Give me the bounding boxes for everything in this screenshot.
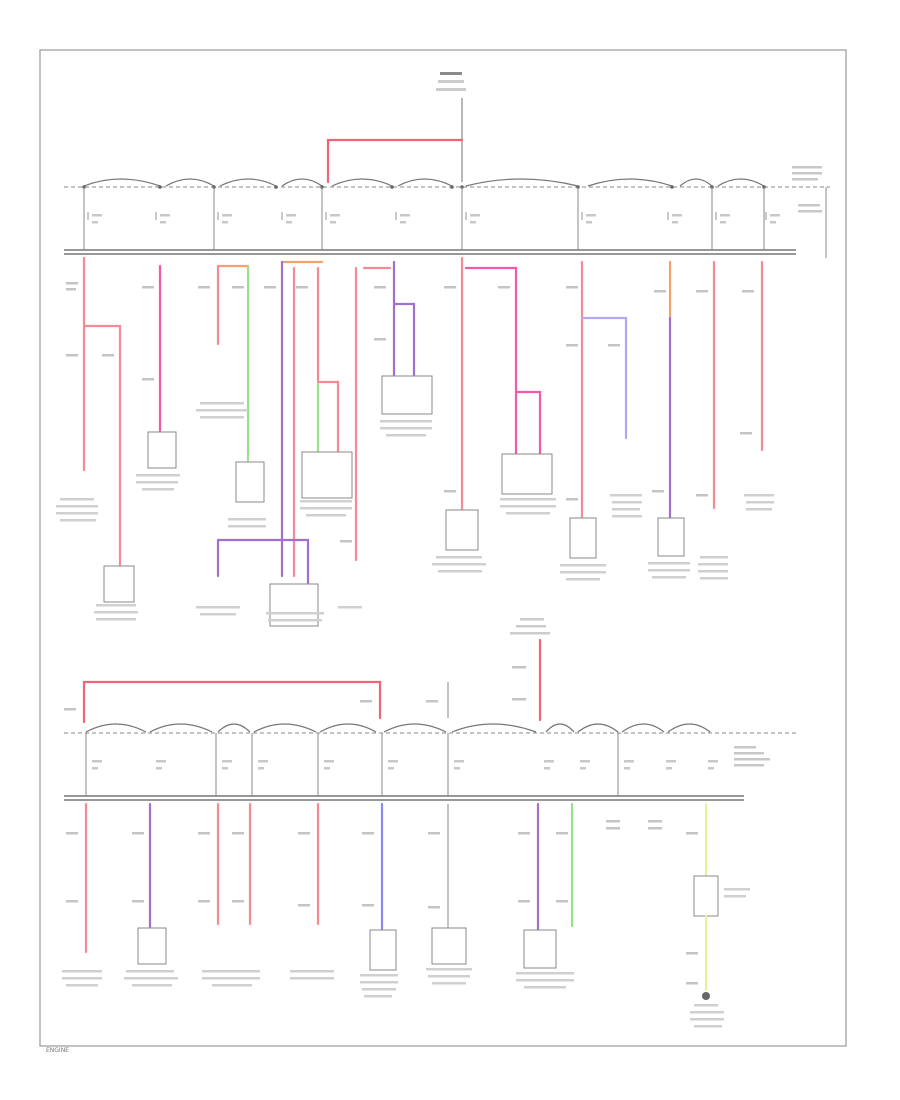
upper-branches <box>82 256 764 627</box>
lower-branches <box>84 802 719 1000</box>
lower-fuse-block <box>62 618 796 1028</box>
diagram-frame <box>39 49 847 1047</box>
upper-fuse-tags <box>92 166 822 224</box>
upper-fuse-nodes <box>82 185 766 189</box>
upper-fuse-arcs <box>83 178 765 187</box>
load-box-l1 <box>137 927 167 965</box>
upper-feed-red-jumper <box>326 138 464 184</box>
load-box-u9 <box>569 517 597 559</box>
lower-fuse-tags <box>92 746 770 770</box>
upper-fuse-verticals <box>83 187 827 258</box>
load-box-u7 <box>445 509 479 551</box>
load-box-l3 <box>431 927 467 965</box>
lower-label-blocks <box>62 888 750 1028</box>
lower-long-red <box>82 680 382 724</box>
upper-feed-label <box>436 72 466 91</box>
lower-fuse-arcs <box>85 723 711 733</box>
ground-point <box>702 992 710 1000</box>
upper-fuse-symbols <box>87 212 767 220</box>
load-box-l5 <box>693 875 719 917</box>
page-id-label: ENGINE <box>46 1047 69 1054</box>
load-box-l2 <box>369 929 397 971</box>
load-box-u4 <box>301 451 353 499</box>
upper-fuse-block <box>56 72 830 627</box>
lower-wire-tags <box>64 666 698 985</box>
lower-feed-label <box>510 618 550 635</box>
load-box-u6 <box>381 375 433 415</box>
lower-fuse-verticals <box>85 733 619 796</box>
load-box-l4 <box>523 929 557 969</box>
load-box-u2 <box>147 431 177 469</box>
upper-label-blocks <box>56 402 774 622</box>
upper-wire-tags <box>66 282 754 543</box>
load-box-u1 <box>103 565 135 603</box>
load-box-u10 <box>657 517 685 557</box>
load-box-u8 <box>501 453 553 495</box>
load-box-u3 <box>235 461 265 503</box>
